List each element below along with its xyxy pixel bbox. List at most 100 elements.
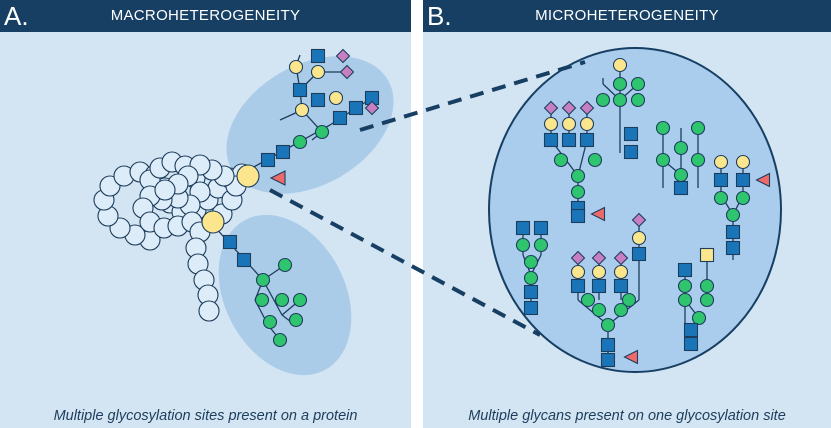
yellow-circle-icon [570,264,586,280]
red-triangle-icon [623,349,639,365]
yellow-circle-icon [613,264,629,280]
blue-square-icon [673,180,689,196]
green-circle-icon [523,270,539,286]
glycans-panel-a [212,48,380,348]
glycan-link [212,224,264,281]
yellow-circle-icon [543,116,559,132]
blue-square-icon [623,144,639,160]
green-circle-icon [587,152,603,168]
panel-b-title: MICROHETEROGENEITY [535,7,719,24]
panel-a-illustration [93,48,394,376]
green-circle-icon [515,237,531,253]
panel-macroheterogeneity: A. MACROHETEROGENEITY Multiple glycosyla… [0,0,411,428]
panel-a-caption: Multiple glycosylation sites present on … [53,408,358,424]
blue-square-icon [348,100,364,116]
green-circle-icon [690,120,706,136]
blue-square-icon [260,152,276,168]
protein-chain [93,151,286,322]
purple-diamond-icon [339,64,355,80]
blue-square-icon [222,234,238,250]
green-circle-icon [591,302,607,318]
green-circle-icon [699,292,715,308]
green-circle-icon [288,312,304,328]
green-circle-icon [595,92,611,108]
blue-square-icon [683,322,699,338]
green-circle-icon [725,207,741,223]
blue-square-icon [591,278,607,294]
green-circle-icon [621,292,637,308]
blue-square-icon [310,92,326,108]
panel-b-illustration [488,47,782,373]
blue-square-icon [515,220,531,236]
green-circle-icon [570,184,586,200]
green-circle-icon [553,152,569,168]
blue-square-icon [561,132,577,148]
blue-square-icon [613,278,629,294]
green-circle-icon [523,254,539,270]
blue-square-icon [533,220,549,236]
green-circle-icon [673,140,689,156]
blue-square-icon [683,336,699,352]
yellow-circle-icon [288,59,304,75]
green-circle-icon [630,76,646,92]
purple-diamond-icon [631,212,647,228]
yellow-circle-icon [591,264,607,280]
green-circle-icon [600,317,616,333]
blue-square-icon [292,82,308,98]
green-circle-icon [533,237,549,253]
green-circle-icon [277,257,293,273]
panel-microheterogeneity: B. MICROHETEROGENEITY Multiple glycans p… [423,0,831,428]
purple-diamond-icon [335,48,351,64]
red-triangle-icon [590,206,606,222]
green-circle-icon [255,272,271,288]
green-circle-icon [690,152,706,168]
green-circle-icon [262,314,278,330]
blue-square-icon [579,132,595,148]
panel-b-header: B. MICROHETEROGENEITY [423,0,831,32]
green-circle-icon [274,292,290,308]
blue-square-icon [310,48,326,64]
green-circle-icon [613,302,629,318]
yellow-circle-icon [310,64,326,80]
purple-diamond-icon [591,250,607,266]
green-circle-icon [292,134,308,150]
protein-bead [198,300,220,322]
yellow-circle-icon [631,230,647,246]
blue-square-icon [275,144,291,160]
blue-square-icon [713,172,729,188]
yellow-circle-icon [713,154,729,170]
green-circle-icon [699,278,715,294]
blue-square-icon [523,300,539,316]
green-circle-icon [655,152,671,168]
red-triangle-icon [269,170,286,186]
green-circle-icon [677,292,693,308]
yellow-circle-icon [561,116,577,132]
blue-square-icon [725,224,741,240]
green-circle-icon [735,190,751,206]
yellow-square-icon [699,247,715,263]
green-circle-icon [612,76,628,92]
panel-b-caption: Multiple glycans present on one glycosyl… [468,408,786,424]
glycosylation-site-lower [201,210,225,234]
blue-square-icon [677,262,693,278]
green-circle-icon [254,292,270,308]
blue-square-icon [570,208,586,224]
panel-a-letter: A. [4,1,29,31]
blue-square-icon [543,132,559,148]
green-circle-icon [677,278,693,294]
green-circle-icon [272,332,288,348]
blue-square-icon [623,126,639,142]
blue-square-icon [332,110,348,126]
blue-square-icon [236,252,252,268]
glycosylation-site-upper [236,164,260,188]
green-circle-icon [580,292,596,308]
red-triangle-icon [755,172,771,188]
green-circle-icon [673,167,689,183]
panel-a-title: MACROHETEROGENEITY [110,7,301,24]
yellow-circle-icon [294,102,310,118]
blue-square-icon [725,240,741,256]
yellow-circle-icon [612,57,628,73]
yellow-circle-icon [735,154,751,170]
green-circle-icon [314,124,330,140]
